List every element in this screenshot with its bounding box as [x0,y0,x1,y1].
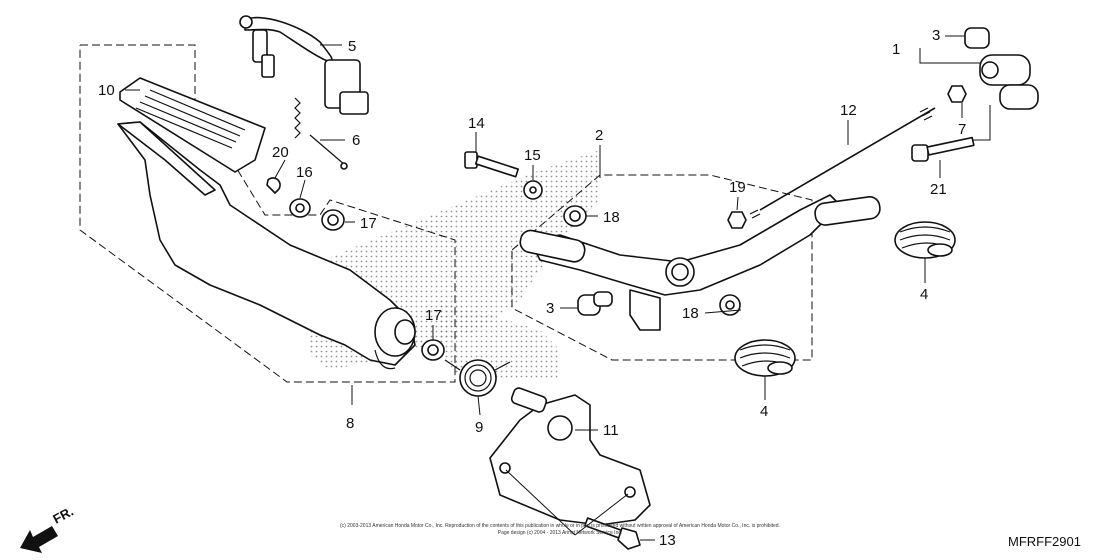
part-shift-pedal [519,194,881,331]
callout-7: 7 [958,121,966,138]
callout-14: 14 [468,115,485,132]
leader-lines [125,35,965,541]
callout-17a: 17 [360,215,377,232]
part-brake-switch [239,15,369,115]
callout-11: 11 [603,422,619,439]
part-pedal-rubber-4a [894,221,956,259]
callout-8: 8 [346,415,354,432]
part-pedal-bracket [489,387,651,526]
part-bolt-14 [464,151,519,178]
part-pedal-rubber-4b [734,339,796,377]
callout-15: 15 [524,147,541,164]
assembly-outline-1-lower [968,105,991,141]
assembly-outline-2 [511,174,813,361]
callout-20: 20 [272,144,289,161]
assembly-outline-8 [79,44,456,383]
callout-13: 13 [659,532,676,549]
part-washer-17b [421,339,445,361]
part-washer-16 [289,198,311,218]
callout-4a: 4 [920,286,928,303]
part-rod-joint [947,27,1039,110]
callout-12: 12 [840,102,857,119]
callout-6: 6 [352,132,360,149]
copyright-line-1: (c) 2003-2013 American Honda Motor Co., … [340,523,780,529]
assembly-outline-1 [919,48,1000,64]
part-brake-pedal-pad [119,77,266,173]
part-clip-20 [266,177,281,194]
part-washer-15 [523,180,543,200]
callout-21: 21 [930,181,947,198]
part-switch-spring [294,97,348,170]
part-bolt-21 [911,136,975,162]
callout-5: 5 [348,38,356,55]
part-pivot-bolt-3 [577,291,613,316]
part-washer-18a [563,205,587,227]
callout-1: 1 [892,41,900,58]
callout-2: 2 [595,127,603,144]
part-nut-19 [727,211,747,229]
part-brake-pedal-arm [117,121,416,370]
part-bolt-13 [584,517,641,550]
callout-18b: 18 [682,305,699,322]
part-washer-17a [321,209,345,231]
callout-9: 9 [475,419,483,436]
callout-18a: 18 [603,209,620,226]
front-direction-arrow-icon: FR. [20,504,76,553]
direction-label: FR. [50,504,76,527]
callout-16: 16 [296,164,313,181]
callout-3b: 3 [546,300,554,317]
callout-4b: 4 [760,403,768,420]
callouts: 10 5 6 20 16 17 17 8 9 11 14 15 18 18 3 … [98,27,966,549]
callout-19: 19 [729,179,746,196]
diagram-code: MFRFF2901 [1008,534,1081,549]
part-shift-rod [749,107,936,219]
callout-3a: 3 [932,27,940,44]
copyright-line-2: Page design (c) 2004 - 2013 Arinet Netwo… [498,530,623,536]
callout-10: 10 [98,82,115,99]
callout-17b: 17 [425,307,442,324]
